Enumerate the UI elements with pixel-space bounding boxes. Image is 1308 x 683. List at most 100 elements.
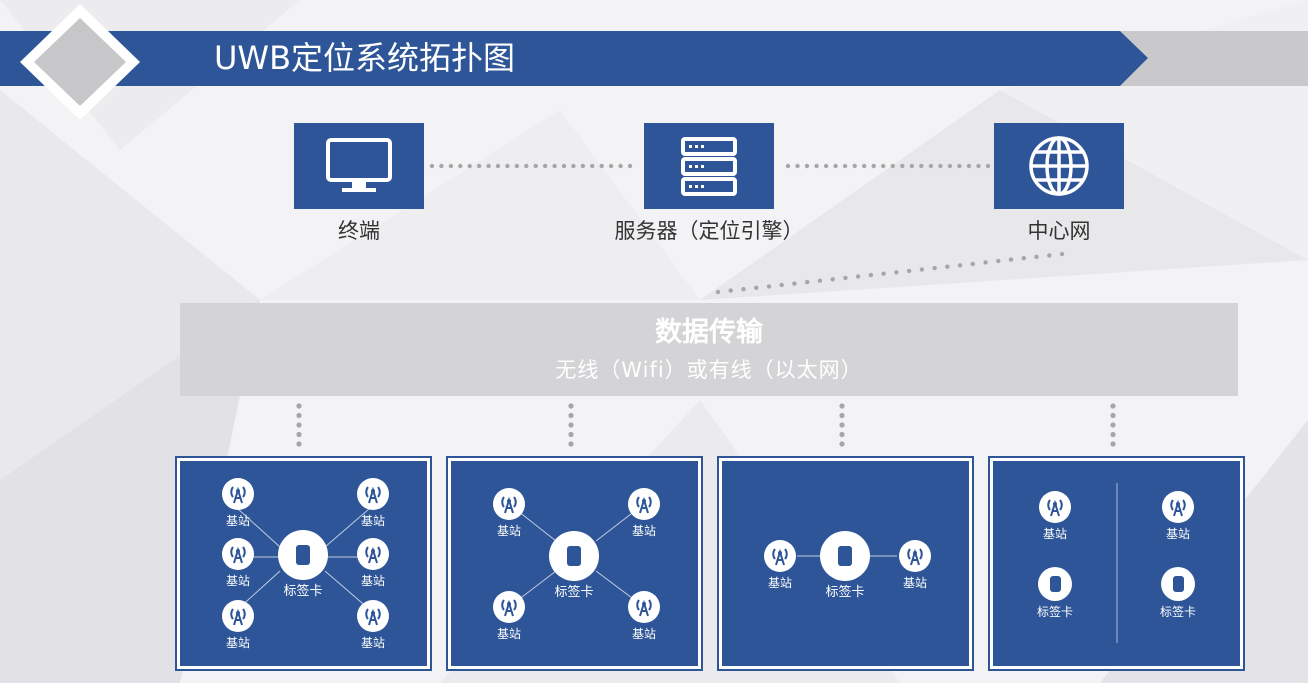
connector-dot <box>932 265 937 271</box>
base-station-label: 基站 <box>631 627 657 641</box>
connector-dot <box>1110 412 1116 419</box>
connector-dot <box>296 412 302 419</box>
connector-dot <box>1034 254 1039 259</box>
connector-dot <box>458 163 463 169</box>
base-station-label: 基站 <box>360 574 386 588</box>
antenna-icon <box>1162 491 1194 523</box>
base-station-label: 基站 <box>496 627 522 641</box>
connector-dot <box>561 163 567 169</box>
connector-dot <box>580 163 586 169</box>
connector-dot <box>839 422 845 428</box>
panel-six-stations: 基站 基站 基站 基站 基站 基站 标签卡 <box>175 456 432 671</box>
tag-card-label: 标签卡 <box>554 585 594 600</box>
connector-dot <box>871 163 876 169</box>
card-icon <box>820 531 870 581</box>
connector-dot <box>906 268 912 274</box>
base-station-label: 基站 <box>360 514 386 528</box>
connector-dot <box>608 163 614 169</box>
data-transmission-band: 数据传输 无线（Wifi）或有线（以太网） <box>180 303 1238 396</box>
panel-connection-lines <box>797 555 897 557</box>
connector-dot <box>814 163 819 169</box>
title-banner <box>0 31 1308 86</box>
connector-dot <box>852 163 857 169</box>
connector-dot <box>766 284 772 289</box>
connector-dot <box>568 431 574 438</box>
antenna-icon <box>899 540 931 572</box>
connector-dot <box>957 263 963 268</box>
base-station-label: 基站 <box>1165 527 1191 541</box>
connector-dot <box>627 163 633 169</box>
connector-dot <box>296 441 302 447</box>
connector-dot <box>785 163 791 169</box>
antenna-icon <box>493 591 525 623</box>
connector-dot <box>599 163 604 169</box>
base-station-label: 基站 <box>1042 527 1068 541</box>
card-icon <box>278 530 328 580</box>
base-station-label: 基站 <box>360 636 386 650</box>
connector-dot <box>830 277 835 282</box>
connector-dot <box>1008 257 1014 262</box>
server-node <box>644 123 774 209</box>
base-station-label: 基站 <box>225 514 251 528</box>
connector-dot <box>514 163 520 169</box>
connector-dot <box>817 278 823 283</box>
connector-dot <box>296 422 302 428</box>
connector-dot <box>1047 253 1052 258</box>
connector-dot <box>542 163 548 169</box>
connector-dot <box>429 163 435 169</box>
server-label: 服务器（定位引擎） <box>614 219 804 243</box>
connector-dot <box>439 163 444 169</box>
terminal-node <box>294 123 424 209</box>
antenna-icon <box>628 591 660 623</box>
connector-dot <box>1110 422 1116 428</box>
connector-dot <box>983 260 988 265</box>
connector-dot <box>855 274 861 279</box>
connector-dot <box>909 163 914 169</box>
connector-dot <box>957 163 962 169</box>
connector-dot <box>996 258 1001 264</box>
connector-dot <box>938 163 943 169</box>
connector-dot <box>1110 431 1116 438</box>
connector-dot <box>741 287 746 292</box>
connector-dot <box>919 163 924 169</box>
panel-two-stations: 基站 基站 标签卡 <box>717 456 974 671</box>
connector-dot <box>505 163 510 169</box>
connector-dot <box>590 163 595 169</box>
connector-dot <box>448 163 454 169</box>
base-station-label: 基站 <box>225 574 251 588</box>
connector-dot <box>571 163 576 169</box>
globe-icon <box>1029 136 1089 196</box>
panel-divider <box>1116 483 1118 643</box>
connector-dot <box>839 412 845 419</box>
connector-dot <box>779 282 784 288</box>
connector-dot <box>843 275 848 281</box>
antenna-icon <box>222 600 254 632</box>
connector-dot <box>862 163 867 169</box>
connector-dot <box>881 271 886 276</box>
connector-dot <box>568 403 574 409</box>
transmission-title: 数据传输 <box>655 317 763 348</box>
connector-dot <box>1059 251 1065 257</box>
connector-dot <box>552 163 557 169</box>
connector-dot <box>715 289 721 295</box>
connector-dot <box>839 441 845 447</box>
antenna-icon <box>222 538 254 570</box>
server-icon <box>681 137 737 196</box>
transmission-subtitle: 无线（Wifi）或有线（以太网） <box>555 358 863 382</box>
panel-four-stations: 基站 基站 基站 基站 标签卡 <box>446 456 703 671</box>
connector-dot <box>804 163 810 169</box>
antenna-icon <box>493 488 525 520</box>
antenna-icon <box>628 488 660 520</box>
base-station-label: 基站 <box>631 524 657 538</box>
connector-dot <box>833 163 838 169</box>
antenna-icon <box>357 478 389 510</box>
tag-card-label: 标签卡 <box>825 585 865 600</box>
page-title: UWB定位系统拓扑图 <box>214 39 516 77</box>
connector-dot <box>754 285 759 290</box>
center-network-node <box>994 123 1124 209</box>
card-icon <box>1161 567 1195 601</box>
connector-dot <box>568 441 574 447</box>
connector-dot <box>728 288 733 293</box>
terminal-label: 终端 <box>338 219 380 243</box>
connector-dot <box>970 261 975 267</box>
